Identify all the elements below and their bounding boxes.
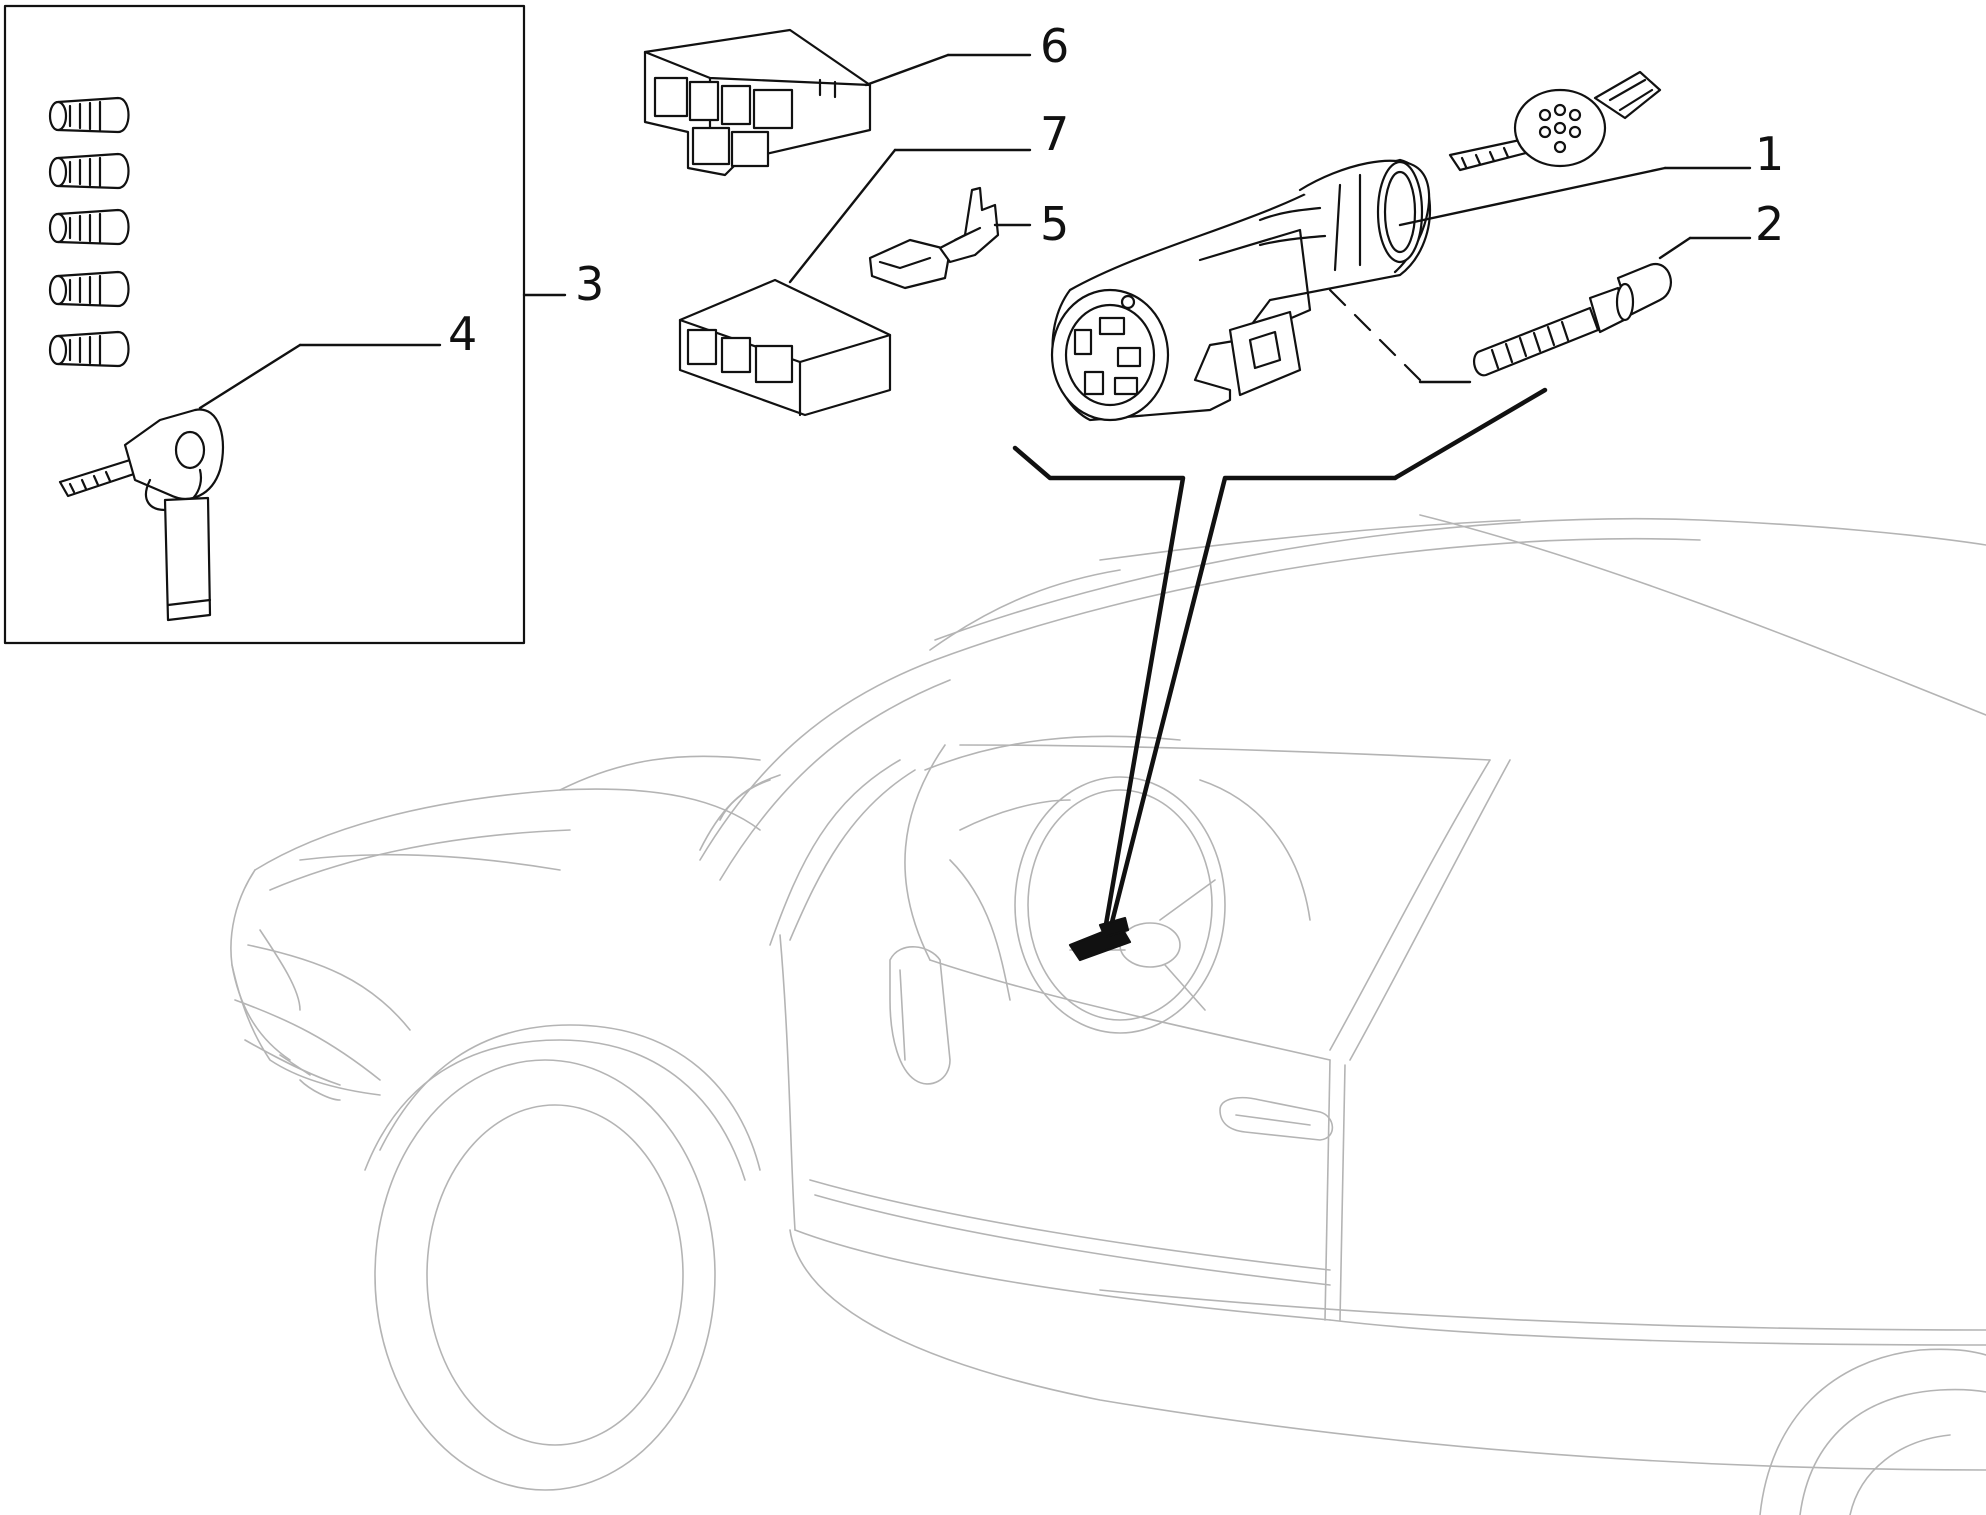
key-icon bbox=[1448, 70, 1662, 172]
ignition-switch-icon bbox=[1050, 158, 1431, 422]
zoom-indicator bbox=[1012, 387, 1548, 962]
bolt-icon bbox=[1473, 262, 1672, 377]
lock-barrel-icon bbox=[48, 96, 130, 368]
callout-7: 7 bbox=[1040, 107, 1069, 161]
key-icon bbox=[58, 408, 224, 622]
kit-box bbox=[3, 4, 526, 645]
terminal-icon bbox=[868, 186, 1000, 290]
callout-3: 3 bbox=[575, 257, 604, 311]
car-outline-icon bbox=[230, 514, 1986, 1515]
callout-6: 6 bbox=[1040, 19, 1069, 73]
callout-5: 5 bbox=[1040, 197, 1069, 251]
callout-1: 1 bbox=[1755, 127, 1784, 181]
callout-4: 4 bbox=[448, 307, 477, 361]
connector-icon bbox=[678, 278, 892, 417]
connector-icon bbox=[643, 28, 872, 177]
callout-2: 2 bbox=[1755, 197, 1784, 251]
